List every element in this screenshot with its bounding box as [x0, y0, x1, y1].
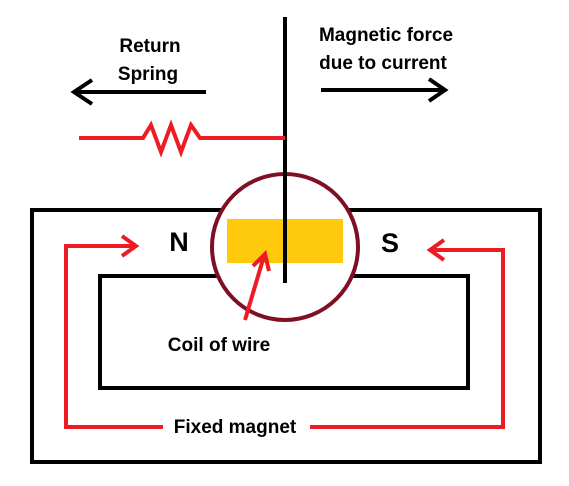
magnetic-force-label-line2: due to current	[319, 53, 447, 74]
return-spring-label-line1: Return	[119, 36, 180, 57]
return-arrow	[70, 78, 206, 106]
north-pole-label: N	[169, 227, 189, 257]
magnetic-force-arrow	[321, 77, 449, 103]
coil-label: Coil of wire	[168, 335, 270, 356]
fixed-magnet-label: Fixed magnet	[174, 417, 297, 438]
coil-pointer-arrow	[243, 250, 271, 321]
field-line-right	[310, 238, 505, 429]
magnetic-force-label-line1: Magnetic force	[319, 25, 453, 46]
return-spring	[79, 119, 285, 158]
return-spring-label-line2: Spring	[118, 64, 178, 85]
field-line-left	[64, 234, 163, 429]
south-pole-label: S	[381, 228, 399, 258]
